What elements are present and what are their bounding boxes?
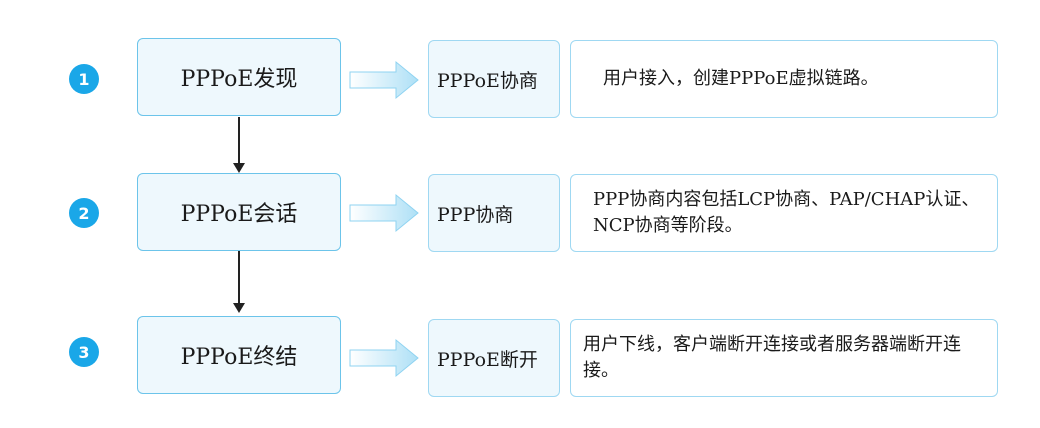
protocol-box-pppoe-negotiation: PPPoE协商 bbox=[428, 40, 560, 118]
description-box-2: PPP协商内容包括LCP协商、PAP/CHAP认证、NCP协商等阶段。 bbox=[570, 174, 998, 252]
arrow-right-icon bbox=[349, 193, 419, 233]
step-badge-1: 1 bbox=[69, 64, 99, 94]
description-box-1: 用户接入，创建PPPoE虚拟链路。 bbox=[570, 40, 998, 118]
arrow-down-icon bbox=[233, 303, 245, 313]
step-badge-2: 2 bbox=[69, 198, 99, 228]
stage-box-session: PPPoE会话 bbox=[137, 173, 341, 251]
protocol-box-ppp-negotiation: PPP协商 bbox=[428, 174, 560, 252]
stage-box-termination: PPPoE终结 bbox=[137, 316, 341, 394]
arrow-down-icon bbox=[233, 163, 245, 173]
connector-line-1 bbox=[238, 117, 240, 167]
arrow-right-icon bbox=[349, 60, 419, 100]
step-badge-3: 3 bbox=[69, 337, 99, 367]
connector-line-2 bbox=[238, 251, 240, 307]
protocol-box-pppoe-disconnect: PPPoE断开 bbox=[428, 319, 560, 397]
description-box-3: 用户下线，客户端断开连接或者服务器端断开连接。 bbox=[570, 319, 998, 397]
arrow-right-icon bbox=[349, 338, 419, 378]
stage-box-discovery: PPPoE发现 bbox=[137, 38, 341, 116]
